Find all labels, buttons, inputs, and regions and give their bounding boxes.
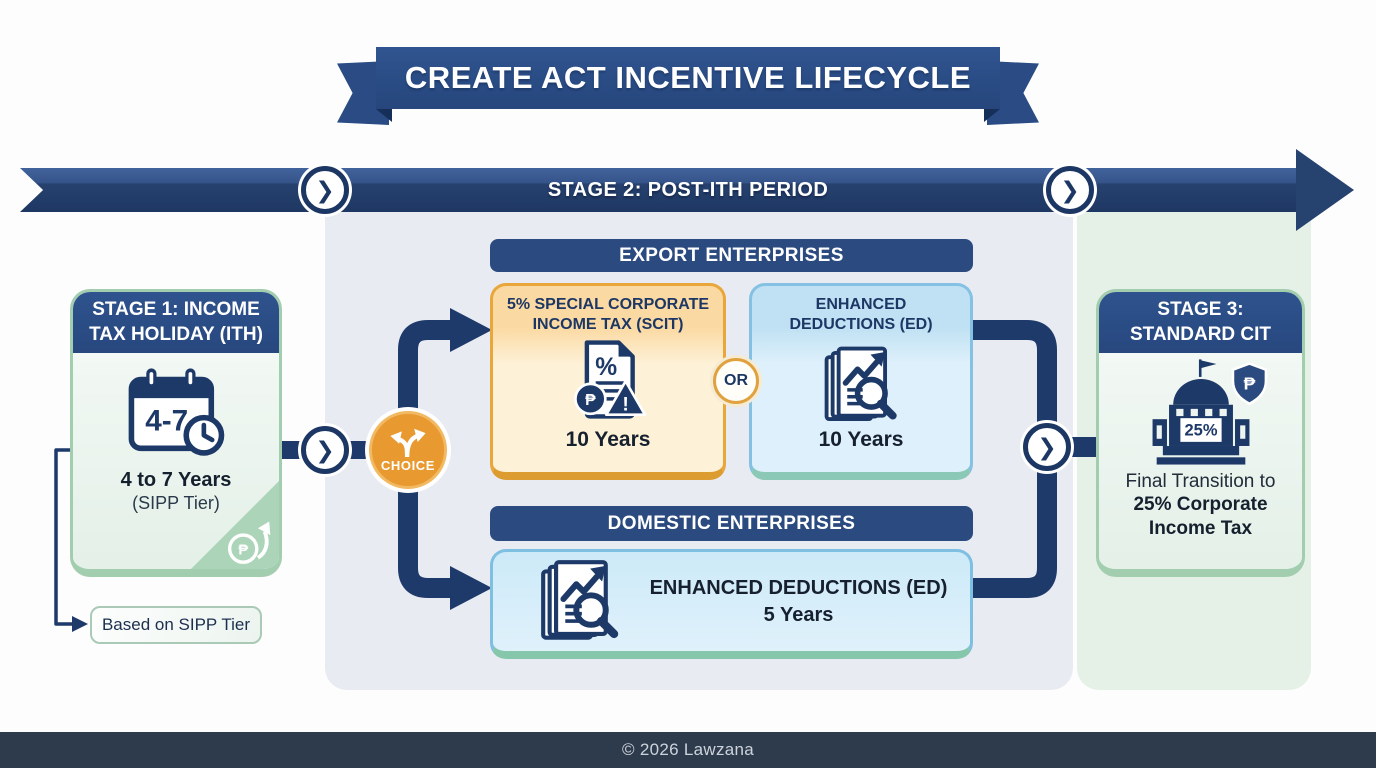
- sipp-tier-note: Based on SIPP Tier: [90, 606, 262, 644]
- domestic-ed-title: ENHANCED DEDUCTIONS (ED): [649, 576, 948, 599]
- stage3-caption-line1: Final Transition to: [1125, 471, 1276, 492]
- stage3-caption-line2: 25% Corporate Income Tax: [1133, 494, 1268, 539]
- svg-text:!: !: [622, 393, 628, 415]
- stage1-duration: 4 to 7 Years: [120, 469, 232, 491]
- stage1-card: STAGE 1: INCOME TAX HOLIDAY (ITH) ₱ 4-7: [70, 289, 282, 577]
- stage1-body: ₱ 4-7 4 to 7 Years (SIPP Tier): [73, 353, 279, 569]
- stage2-timeline-label: STAGE 2: POST-ITH PERIOD: [547, 179, 829, 201]
- stage1-header-label: STAGE 1: INCOME TAX HOLIDAY (ITH): [89, 298, 263, 345]
- export-ed-title: ENHANCED DEDUCTIONS (ED): [789, 296, 933, 334]
- arrowhead-to-domestic-icon: [450, 566, 492, 610]
- connector-sipp-note: [54, 448, 88, 632]
- chevron-circle-icon: ❯: [1046, 166, 1094, 214]
- chevron-circle-icon: ❯: [301, 426, 349, 474]
- fork-arrows-icon: [390, 428, 426, 457]
- or-badge: OR: [713, 358, 759, 404]
- scit-duration: 10 Years: [565, 427, 651, 451]
- stage1-duration-note: (SIPP Tier): [132, 493, 220, 513]
- timeline-arrowhead-icon: [1296, 149, 1354, 231]
- chevron-circle-icon: ❯: [301, 166, 349, 214]
- stage3-card: STAGE 3: STANDARD CIT 25%: [1096, 289, 1305, 577]
- svg-text:₱: ₱: [1243, 373, 1255, 393]
- export-ed-duration: 10 Years: [818, 427, 904, 451]
- choice-label: CHOICE: [380, 458, 436, 473]
- export-ed-box: ENHANCED DEDUCTIONS (ED) 10 Years: [749, 283, 973, 480]
- enhanced-deductions-icon: [541, 560, 619, 640]
- government-building-icon: 25% ₱: [1152, 359, 1267, 465]
- building-value: 25%: [1184, 422, 1217, 440]
- arrowhead-to-note-icon: [72, 616, 88, 632]
- footer-bar: © 2026 Lawzana: [0, 732, 1376, 768]
- svg-text:₱: ₱: [238, 542, 248, 558]
- domestic-icon-wrap: [533, 553, 627, 650]
- scit-title: 5% SPECIAL CORPORATE INCOME TAX (SCIT): [506, 296, 710, 334]
- arrowhead-to-scit-icon: [450, 308, 492, 352]
- peso-shield-icon: ₱: [1231, 362, 1267, 406]
- stage3-header-label: STAGE 3: STANDARD CIT: [1129, 298, 1272, 345]
- domestic-ed-text: ENHANCED DEDUCTIONS (ED) 5 Years: [627, 575, 970, 629]
- stage3-body: 25% ₱ Final Transition to 25% Corporate …: [1099, 353, 1302, 569]
- calendar-value: 4-7: [145, 405, 188, 438]
- calendar-icon: 4-7: [128, 368, 225, 456]
- peso-growth-icon: ₱: [227, 521, 271, 564]
- chevron-circle-icon: ❯: [1023, 423, 1071, 471]
- scit-box: 5% SPECIAL CORPORATE INCOME TAX (SCIT) %…: [490, 283, 726, 480]
- tax-document-icon: % ₱ !: [574, 340, 647, 419]
- choice-node: CHOICE: [369, 411, 447, 489]
- svg-text:%: %: [595, 354, 617, 381]
- svg-text:₱: ₱: [585, 392, 596, 409]
- domestic-ed-duration: 5 Years: [763, 603, 834, 626]
- footer-copyright: © 2026 Lawzana: [621, 740, 755, 759]
- domestic-ed-box: ENHANCED DEDUCTIONS (ED) 5 Years: [490, 549, 973, 659]
- page-title: CREATE ACT INCENTIVE LIFECYCLE: [376, 47, 1000, 109]
- stage3-header: STAGE 3: STANDARD CIT: [1099, 292, 1302, 353]
- domestic-enterprises-header: DOMESTIC ENTERPRISES: [490, 506, 973, 541]
- enhanced-deductions-icon: [824, 346, 897, 421]
- stage1-header: STAGE 1: INCOME TAX HOLIDAY (ITH): [73, 292, 279, 353]
- export-enterprises-header: EXPORT ENTERPRISES: [490, 239, 973, 272]
